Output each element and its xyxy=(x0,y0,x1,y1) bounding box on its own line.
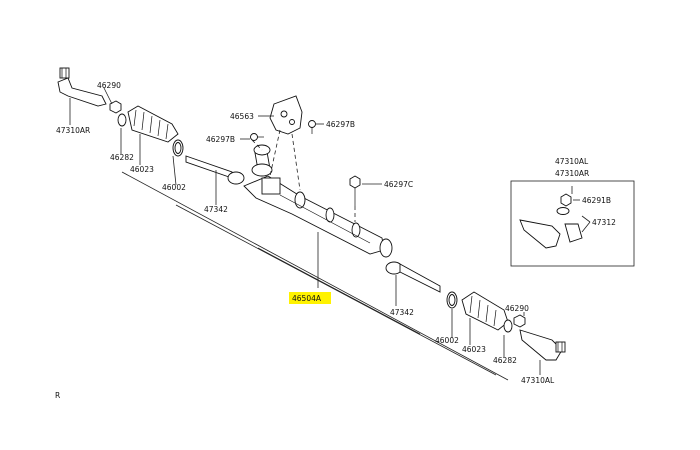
right-nut-46290 xyxy=(513,314,526,328)
right-tie-rod-end xyxy=(519,329,566,361)
label-46563: 46563 xyxy=(230,112,254,121)
label-46023-right: 46023 xyxy=(462,345,486,354)
rack-housing-46504A xyxy=(243,144,393,258)
left-nut-46290 xyxy=(109,100,122,114)
right-ring-46002 xyxy=(446,291,458,309)
corner-mark: R xyxy=(55,391,60,400)
right-inner-tie-rod-47342 xyxy=(385,261,441,293)
label-46290-left: 46290 xyxy=(97,81,121,90)
inset-label-47310AL: 47310AL xyxy=(555,157,589,166)
label-46297C: 46297C xyxy=(384,180,413,189)
dashed-guides xyxy=(251,129,356,222)
inset-label-46291B: 46291B xyxy=(582,196,611,205)
right-boot-46023 xyxy=(461,291,509,331)
label-46282-right: 46282 xyxy=(493,356,517,365)
label-46297B-left: 46297B xyxy=(206,135,235,144)
left-inner-tie-rod-47342 xyxy=(185,155,245,185)
left-tie-rod-end xyxy=(57,67,107,107)
part-labels: 46290 47310AR 46282 46023 46002 47342 46… xyxy=(55,81,616,400)
label-47342-right: 47342 xyxy=(390,308,414,317)
mounting-bracket-46563 xyxy=(269,95,303,135)
label-46002-left: 46002 xyxy=(162,183,186,192)
label-47342-left: 47342 xyxy=(204,205,228,214)
bolt-46297C xyxy=(349,175,361,206)
left-ring-46002 xyxy=(172,139,184,157)
label-46002-right: 46002 xyxy=(435,336,459,345)
label-46023-left: 46023 xyxy=(130,165,154,174)
inset-box xyxy=(510,180,635,267)
highlight-46504A xyxy=(289,292,331,304)
label-46290-right: 46290 xyxy=(505,304,529,313)
inset-label-47310AR: 47310AR xyxy=(555,169,589,178)
label-47310AL: 47310AL xyxy=(521,376,555,385)
leader-lines xyxy=(69,87,591,381)
bolt-46297B-right xyxy=(308,120,316,134)
left-boot-46023 xyxy=(127,105,179,143)
left-clamp-46282 xyxy=(117,113,127,127)
right-clamp-46282 xyxy=(503,319,513,333)
label-46297B-right: 46297B xyxy=(326,120,355,129)
label-46504A: 46504A xyxy=(292,294,322,303)
label-46282-left: 46282 xyxy=(110,153,134,162)
inset-label-47312: 47312 xyxy=(592,218,616,227)
bolt-46297B-left xyxy=(250,133,264,141)
label-47310AR: 47310AR xyxy=(56,126,90,135)
